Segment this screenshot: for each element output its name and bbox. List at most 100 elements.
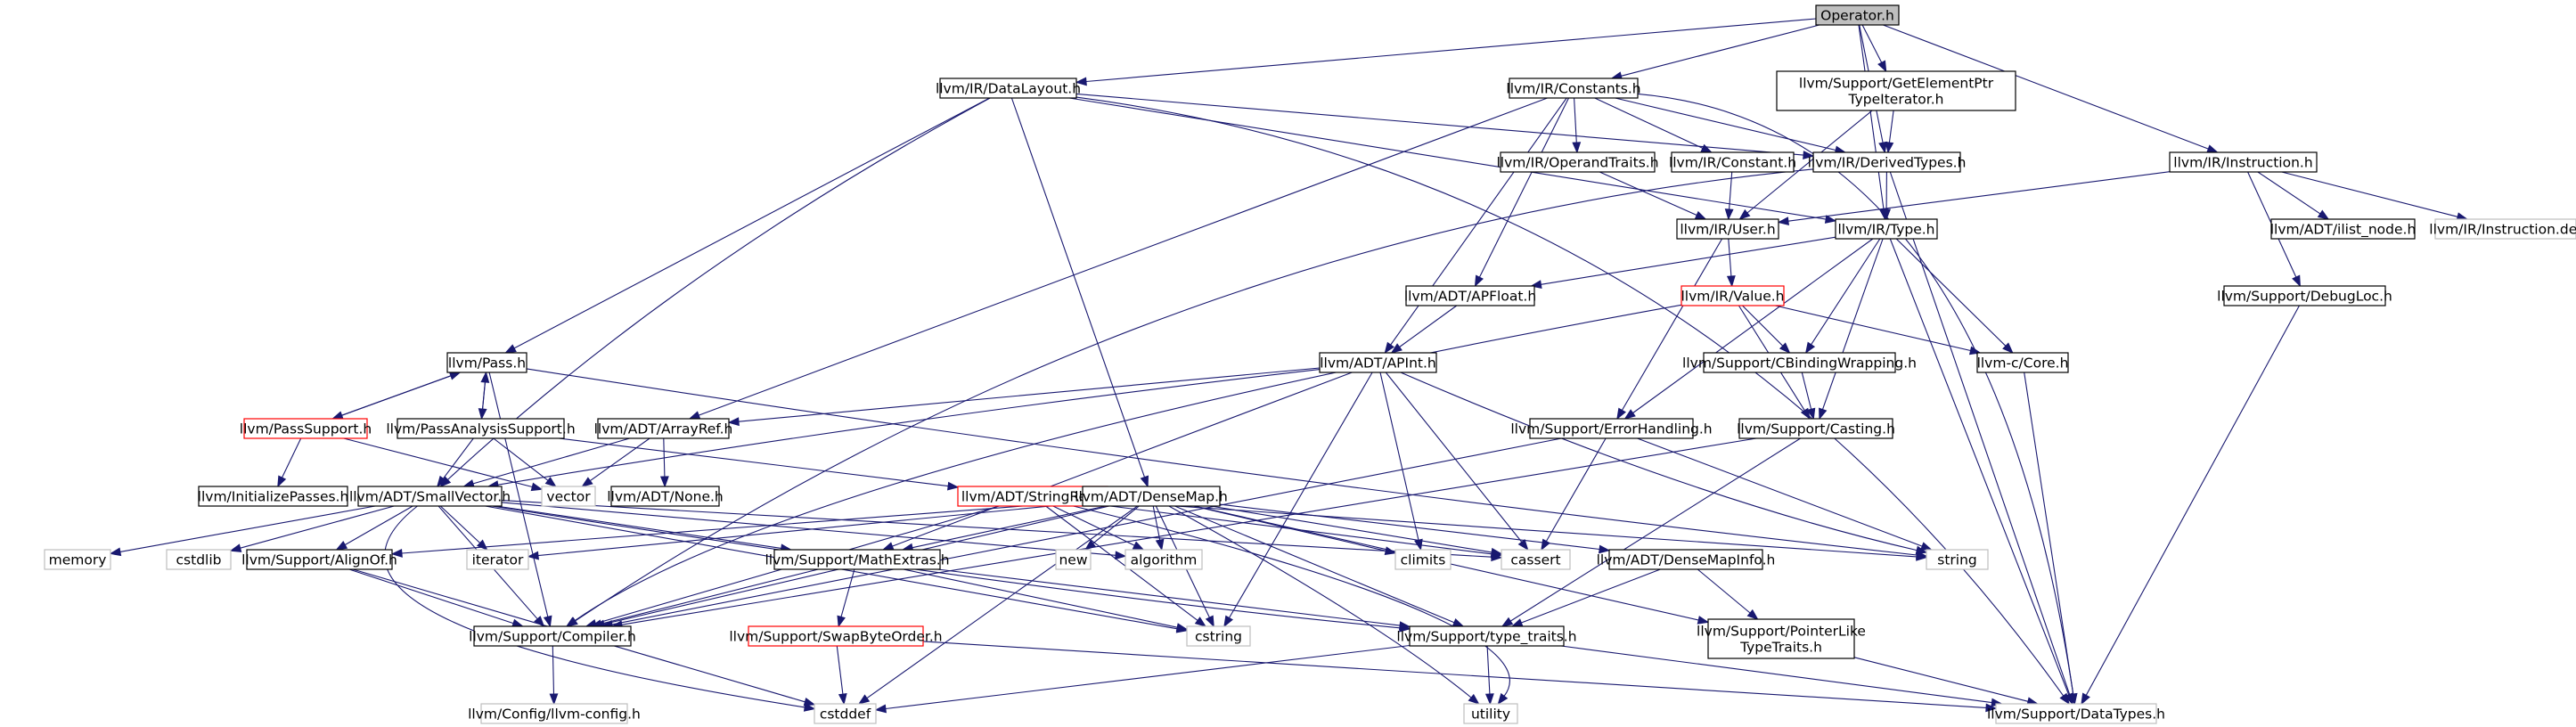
node-box xyxy=(446,352,527,373)
node-smallvector[interactable]: llvm/ADT/SmallVector.h xyxy=(349,486,511,507)
node-arrayref[interactable]: llvm/ADT/ArrayRef.h xyxy=(594,418,733,439)
edge-arrowhead xyxy=(1599,544,1611,554)
edge-arrowhead xyxy=(277,475,287,488)
edge-line xyxy=(1888,110,1894,143)
edge-line xyxy=(343,437,533,488)
edge-arrowhead xyxy=(2068,692,2078,706)
edge-line xyxy=(2281,171,2458,217)
edge-arrowhead xyxy=(1115,551,1127,560)
node-compiler[interactable]: llvm/Support/Compiler.h xyxy=(469,625,636,647)
edge-arrowhead xyxy=(1572,142,1582,154)
node-casting[interactable]: llvm/Support/Casting.h xyxy=(1737,418,1895,439)
node-none[interactable]: llvm/ADT/None.h xyxy=(607,486,724,507)
node-ilistnode[interactable]: llvm/ADT/ilist_node.h xyxy=(2270,218,2417,240)
edge-arrowhead xyxy=(1878,141,1887,154)
node-box xyxy=(397,418,565,439)
edge-line xyxy=(885,644,1411,710)
edge-value-to-compiler xyxy=(565,304,1682,627)
edge-mathextras-to-typetraits xyxy=(937,568,1411,630)
node-label: llvm/IR/Instruction.h xyxy=(2173,155,2312,171)
edge-errorhandling-to-cassert xyxy=(1541,437,1607,551)
edge-casting-to-typetraits xyxy=(1501,437,1801,627)
node-constants[interactable]: llvm/IR/Constants.h xyxy=(1506,78,1641,99)
node-densemap[interactable]: llvm/ADT/DenseMap.h xyxy=(1075,486,1228,507)
node-core[interactable]: llvm-c/Core.h xyxy=(1976,352,2069,373)
edge-arrowhead xyxy=(688,411,701,420)
edge-operator-to-datalayout xyxy=(1075,18,1817,86)
node-alignof[interactable]: llvm/Support/AlignOf.h xyxy=(241,549,397,570)
edge-line xyxy=(1615,97,1836,151)
edge-line xyxy=(621,437,1757,625)
node-label: llvm/ADT/None.h xyxy=(607,489,724,505)
node-typetraits[interactable]: llvm/Support/type_traits.h xyxy=(1396,625,1577,647)
edge-densemap-to-cassert xyxy=(1210,505,1503,557)
edge-line xyxy=(501,500,1492,558)
edge-line xyxy=(1478,97,1569,278)
node-passanalysis[interactable]: llvm/PassAnalysisSupport.h xyxy=(386,418,576,439)
edge-arrowhead xyxy=(436,475,447,488)
node-operandtraits[interactable]: llvm/IR/OperandTraits.h xyxy=(1496,151,1659,173)
node-algorithm: algorithm xyxy=(1124,549,1203,570)
node-box xyxy=(2223,285,2386,306)
node-densemapinfo[interactable]: llvm/ADT/DenseMapInfo.h xyxy=(1597,549,1776,570)
node-apfloat[interactable]: llvm/ADT/APFloat.h xyxy=(1404,285,1536,306)
edge-constants-to-constant xyxy=(1594,97,1713,153)
edge-arrowhead xyxy=(1484,693,1494,706)
edge-line xyxy=(1574,97,1577,143)
node-passsupport[interactable]: llvm/PassSupport.h xyxy=(240,418,372,439)
node-iterator: iterator xyxy=(466,549,529,570)
node-value[interactable]: llvm/IR/Value.h xyxy=(1681,285,1785,306)
edge-line xyxy=(1889,171,2071,695)
edge-line xyxy=(1390,97,1567,346)
edge-arrowhead xyxy=(947,481,960,491)
node-constant[interactable]: llvm/IR/Constant.h xyxy=(1669,151,1796,173)
edge-mathextras-to-swapbyteorder xyxy=(837,568,855,628)
node-cassert: cassert xyxy=(1501,549,1571,570)
edge-arrowhead xyxy=(1724,208,1734,221)
edge-line xyxy=(282,437,302,478)
node-operator[interactable]: Operator.h xyxy=(1815,4,1900,26)
node-user[interactable]: llvm/IR/User.h xyxy=(1676,218,1779,240)
node-vector: vector xyxy=(541,486,596,507)
edge-line xyxy=(1821,238,1884,410)
node-apint[interactable]: llvm/ADT/APInt.h xyxy=(1319,352,1437,373)
node-box xyxy=(597,418,730,439)
edge-arrayref-to-none xyxy=(659,437,669,488)
edge-getelementptr-to-user xyxy=(1738,110,1873,220)
node-box xyxy=(1815,4,1900,26)
edge-instruction-to-instructiondef xyxy=(2281,171,2469,221)
node-box xyxy=(1082,486,1221,507)
node-type[interactable]: llvm/IR/Type.h xyxy=(1835,218,1938,240)
node-label: llvm/InitializePasses.h xyxy=(198,489,349,505)
edge-arrowhead xyxy=(1700,143,1713,153)
node-derivedtypes[interactable]: llvm/IR/DerivedTypes.h xyxy=(1808,151,1967,173)
edge-densemap-to-climits xyxy=(1193,505,1397,555)
edge-line xyxy=(240,505,395,549)
node-swapbyteorder[interactable]: llvm/Support/SwapByteOrder.h xyxy=(729,625,943,647)
edge-arrowhead xyxy=(530,482,544,492)
edge-smallvector-to-alignof xyxy=(335,505,413,551)
node-mathextras[interactable]: llvm/Support/MathExtras.h xyxy=(765,549,950,570)
edge-getelementptr-to-derivedtypes xyxy=(1885,110,1894,154)
node-label: cstdlib xyxy=(176,552,222,568)
node-instruction[interactable]: llvm/IR/Instruction.h xyxy=(2169,151,2318,173)
edge-line xyxy=(1400,372,1918,551)
node-box xyxy=(1124,549,1203,570)
edge-line xyxy=(559,437,949,487)
edge-typetraits-to-utility xyxy=(1484,645,1494,706)
node-initpasses[interactable]: llvm/InitializePasses.h xyxy=(198,486,349,507)
edge-instruction-to-user xyxy=(1777,171,2171,226)
node-stringref[interactable]: llvm/ADT/StringRef.h xyxy=(957,486,1108,507)
edge-arrowhead xyxy=(1746,609,1759,620)
edge-arrowhead xyxy=(1824,215,1837,224)
node-debugloc[interactable]: llvm/Support/DebugLoc.h xyxy=(2217,285,2392,306)
edge-arrowhead xyxy=(581,477,593,487)
node-datalayout[interactable]: llvm/IR/DataLayout.h xyxy=(936,78,1081,99)
edge-densemap-to-utility xyxy=(1168,505,1480,705)
node-cbinding[interactable]: llvm/Support/CBindingWrapping.h xyxy=(1682,352,1917,373)
node-pass[interactable]: llvm/Pass.h xyxy=(446,352,527,373)
node-errorhandling[interactable]: llvm/Support/ErrorHandling.h xyxy=(1510,418,1713,439)
edge-line xyxy=(1541,236,1836,285)
